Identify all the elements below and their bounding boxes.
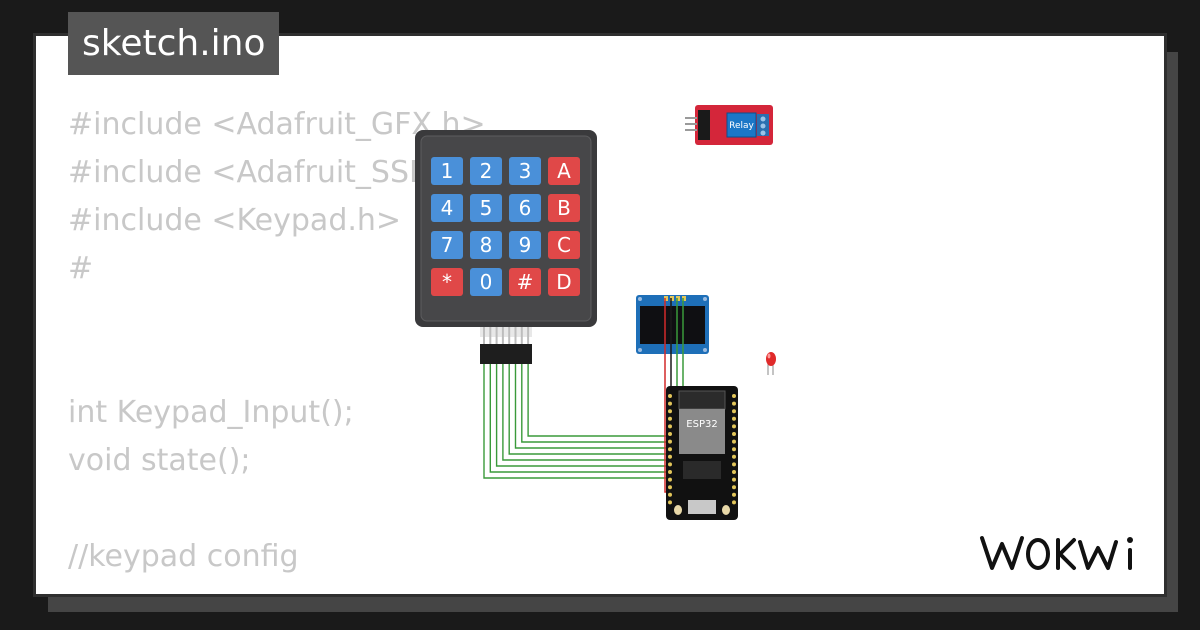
oled-display[interactable] [636,295,709,354]
keypad-key-label: # [517,270,534,294]
keypad-key-label: D [556,270,571,294]
keypad-key[interactable] [431,157,463,185]
keypad-key-label: 4 [441,196,454,220]
code-line: //keypad config [68,539,299,574]
keypad-key[interactable] [509,231,541,259]
code-line: #include <Keypad.h> [68,203,402,238]
preview-card [33,33,1167,597]
keypad-connector-pins [480,327,532,337]
relay-module[interactable]: Relay [685,105,773,145]
relay-label: Relay [729,121,754,131]
code-line: #include <Adafruit_SSD [68,155,433,190]
keypad-key[interactable] [548,231,580,259]
keypad-key[interactable] [509,268,541,296]
code-preview: #include <Adafruit_GFX.h> #include <Adaf… [68,101,486,581]
keypad-key-label: * [442,270,452,294]
code-line: int Keypad_Input(); [68,395,354,430]
keypad-key[interactable] [431,231,463,259]
esp32-label: ESP32 [686,419,717,430]
keypad-key[interactable] [470,231,502,259]
keypad-4x4[interactable]: 1 2 3 A 4 5 6 B 7 8 9 C * 0 # D [415,130,597,364]
keypad-key[interactable] [431,268,463,296]
keypad-connector [480,344,532,364]
code-line: void state(); [68,443,251,478]
keypad-key-label: A [557,159,571,183]
keypad-key[interactable] [431,194,463,222]
keypad-key[interactable] [509,194,541,222]
code-line: # [68,251,94,286]
keypad-key-label: 7 [441,233,454,257]
keypad-key-label: 5 [480,196,493,220]
keypad-key-label: 6 [519,196,532,220]
keypad-key[interactable] [470,157,502,185]
keypad-key[interactable] [548,268,580,296]
keypad-key-label: C [557,233,571,257]
keypad-key-label: 8 [480,233,493,257]
keypad-wires [483,362,670,479]
keypad-key-label: 0 [480,270,493,294]
keypad-key[interactable] [470,268,502,296]
keypad-key[interactable] [548,194,580,222]
wokwi-logo-icon [980,536,1133,570]
keypad-keys: 1 2 3 A 4 5 6 B 7 8 9 C * 0 # D [431,157,580,296]
keypad-key[interactable] [509,157,541,185]
keypad-key[interactable] [470,194,502,222]
keypad-pins [483,327,530,344]
keypad-key-label: 2 [480,159,493,183]
esp32-board[interactable]: ESP32 [666,386,738,520]
keypad-key-label: 9 [519,233,532,257]
code-line: #include <Adafruit_GFX.h> [68,107,486,142]
file-tab[interactable]: sketch.ino [68,12,280,75]
keypad-key[interactable] [548,157,580,185]
keypad-key-label: 1 [441,159,454,183]
keypad-key-label: 3 [519,159,532,183]
keypad-key-label: B [557,196,571,220]
red-led[interactable] [766,352,776,375]
